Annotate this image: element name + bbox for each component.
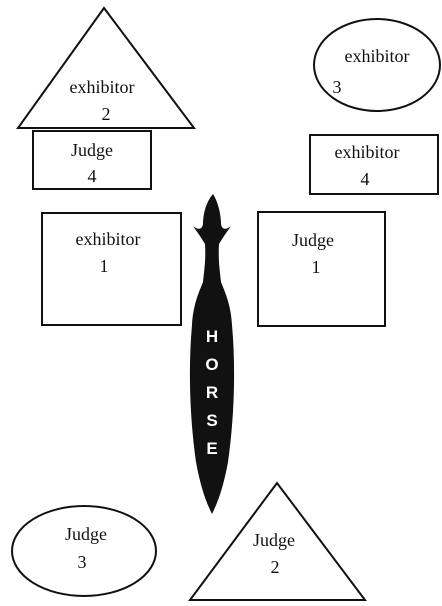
exhibitor-4-number: 4	[361, 169, 370, 189]
horse-letter-e: E	[206, 439, 217, 458]
judge-1-number: 1	[312, 257, 321, 277]
judge-2-number: 2	[271, 557, 280, 577]
horse-letter-o: O	[205, 355, 218, 374]
judge-3-ellipse	[12, 506, 156, 596]
exhibitor-3-number: 3	[333, 77, 342, 97]
horse-letter-r: R	[206, 383, 218, 402]
judge-4-marker: Judge 4	[33, 131, 151, 189]
exhibitor-2-label: exhibitor	[70, 77, 135, 97]
exhibitor-2-marker: exhibitor 2	[18, 8, 194, 128]
judge-4-label: Judge	[71, 140, 113, 160]
exhibitor-3-marker: exhibitor 3	[314, 19, 440, 111]
judge-4-number: 4	[88, 166, 97, 186]
judge-2-label: Judge	[253, 530, 295, 550]
judge-3-label: Judge	[65, 524, 107, 544]
judge-3-marker: Judge 3	[12, 506, 156, 596]
exhibitor-4-marker: exhibitor 4	[310, 135, 438, 194]
horse-letter-h: H	[206, 327, 218, 346]
exhibitor-3-label: exhibitor	[345, 46, 410, 66]
exhibitor-2-number: 2	[102, 104, 111, 124]
horse-marker: H O R S E	[190, 194, 234, 514]
exhibitor-4-label: exhibitor	[335, 142, 400, 162]
exhibitor-1-label: exhibitor	[76, 229, 141, 249]
judge-3-number: 3	[78, 552, 87, 572]
exhibitor-1-marker: exhibitor 1	[42, 213, 181, 325]
horse-silhouette	[190, 194, 234, 514]
horse-letter-s: S	[206, 411, 217, 430]
exhibitor-1-number: 1	[100, 256, 109, 276]
judge-1-label: Judge	[292, 230, 334, 250]
judge-1-marker: Judge 1	[258, 212, 385, 326]
